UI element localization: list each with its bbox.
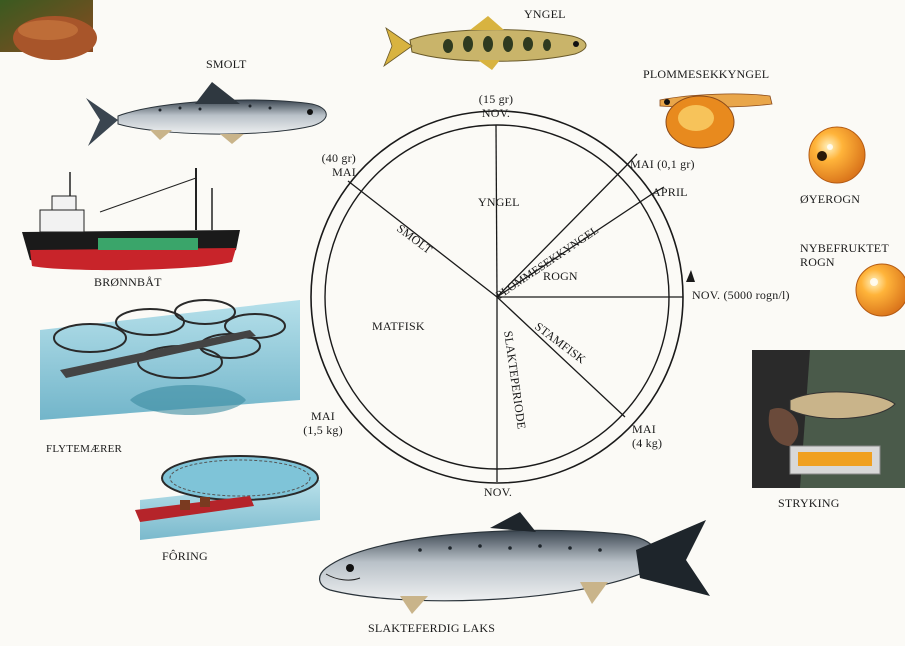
marker-mai-left-month: MAI (296, 166, 356, 180)
sector-yngel: YNGEL (478, 196, 520, 210)
nybefruktet-rogn-illustration (856, 264, 905, 316)
caption-smolt: SMOLT (206, 58, 247, 72)
caption-flytemaerer: FLYTEMÆRER (46, 443, 122, 456)
marker-mai-lower-right-weight: (4 kg) (632, 437, 662, 451)
marker-mai-lower-left-weight: (1,5 kg) (296, 424, 350, 438)
caption-foring: FÔRING (162, 550, 208, 564)
plommesekkyngel-illustration (660, 94, 772, 148)
caption-bronnbat: BRØNNBÅT (94, 276, 162, 290)
foring-illustration (135, 456, 320, 540)
caption-nybefruktet-line2: ROGN (800, 256, 835, 270)
marker-mai-lower-left-month: MAI (296, 410, 350, 424)
marker-mai-lower-right-month: MAI (632, 423, 656, 437)
marker-nov-top-weight: (15 gr) (464, 93, 528, 107)
marker-mai-right: MAI (0,1 gr) (630, 158, 695, 172)
flytemaerer-illustration (40, 300, 300, 420)
spoke-nov-top (496, 125, 497, 297)
stryking-illustration (752, 350, 905, 488)
marker-april: APRIL (652, 186, 688, 200)
oyerogn-illustration (809, 127, 865, 183)
corner-photo (0, 0, 97, 60)
bronnbat-illustration (22, 168, 240, 270)
caption-yngel: YNGEL (524, 8, 566, 22)
caption-nybefruktet-line1: NYBEFRUKTET (800, 242, 889, 256)
caption-slakteferdig-laks: SLAKTEFERDIG LAKS (368, 622, 495, 636)
marker-nov-right: NOV. (5000 rogn/l) (692, 289, 790, 303)
sector-rogn: ROGN (543, 270, 578, 284)
marker-nov-bottom: NOV. (468, 486, 528, 500)
direction-arrow-icon (686, 270, 695, 282)
yngel-illustration (384, 16, 586, 70)
sector-matfisk: MATFISK (372, 320, 425, 334)
caption-oyerogn: ØYEROGN (800, 193, 860, 207)
smolt-illustration (86, 82, 326, 146)
caption-plommesekkyngel: PLOMMESEKKYNGEL (643, 68, 769, 82)
slakteferdig-laks-illustration (320, 512, 710, 614)
marker-nov-top-month: NOV. (464, 107, 528, 121)
caption-stryking: STRYKING (778, 497, 840, 511)
marker-mai-left-weight: (40 gr) (296, 152, 356, 166)
boat-tank (98, 238, 198, 250)
